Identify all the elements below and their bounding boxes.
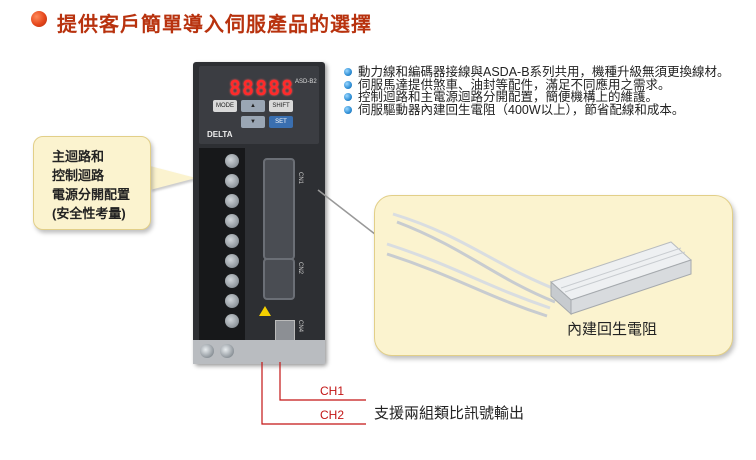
ch2-label: CH2 — [320, 408, 345, 422]
wire — [386, 242, 551, 310]
shift-key: SHIFT — [269, 100, 293, 112]
cn2-label: CN2 — [297, 262, 303, 275]
screw-icon — [225, 194, 239, 208]
model-logo: ASD-B2 — [295, 79, 317, 85]
cn1-connector — [263, 158, 295, 260]
feature-item: 伺服馬達提供煞車、油封等配件，滿足不同應用之需求。 — [344, 78, 744, 92]
mode-key: MODE — [213, 100, 237, 112]
ground-screw-icon — [200, 344, 214, 358]
callout-line: (安全性考量) — [52, 206, 126, 221]
bullet-icon — [344, 93, 352, 101]
feature-list: 動力線和編碼器接線與ASDA-B系列共用，機種升級無須更換線材。 伺服馬達提供煞… — [344, 66, 744, 116]
fin-line — [564, 251, 686, 293]
screw-icon — [225, 314, 239, 328]
callout-line: 電源分開配置 — [52, 187, 131, 202]
drive-panel: 88888 ASD-B2 MODE ▲ SHIFT ▼ SET DELTA — [199, 66, 319, 144]
title-bullet-icon — [31, 11, 47, 27]
ch2-line — [261, 362, 366, 425]
screw-icon — [225, 214, 239, 228]
cn4-label: CN4 — [297, 320, 303, 333]
led-display: 88888 — [229, 76, 295, 100]
down-key: ▼ — [241, 116, 265, 128]
bullet-icon — [344, 68, 352, 76]
bullet-icon — [344, 80, 352, 89]
feature-item: 控制迴路和主電源迴路分開配置，簡便機構上的維護。 — [344, 91, 744, 104]
page-title: 提供客戶簡單導入伺服產品的選擇 — [57, 14, 372, 36]
bullet-icon — [344, 105, 352, 114]
up-key: ▲ — [241, 100, 265, 112]
wire — [396, 220, 556, 304]
screw-icon — [225, 254, 239, 268]
feature-item: 動力線和編碼器接線與ASDA-B系列共用，機種升級無須更換線材。 — [344, 66, 744, 79]
servo-drive-image: 88888 ASD-B2 MODE ▲ SHIFT ▼ SET DELTA CN… — [193, 62, 325, 364]
screw-icon — [225, 174, 239, 188]
wire — [386, 252, 548, 318]
callout-pointer — [150, 166, 196, 190]
resistor-pointer-line — [317, 189, 381, 239]
feature-item: 伺服驅動器內建回生電阻（400W以上），節省配線和成本。 — [344, 103, 744, 117]
screw-icon — [225, 234, 239, 248]
ch1-label: CH1 — [320, 384, 345, 398]
warning-icon — [259, 306, 271, 316]
set-key: SET — [269, 116, 293, 128]
analog-output-caption: 支援兩組類比訊號輸出 — [374, 405, 525, 422]
resistor-side — [570, 259, 692, 315]
delta-logo: DELTA — [207, 130, 233, 139]
circuit-callout: 主迴路和 控制迴路 電源分開配置 (安全性考量) — [33, 136, 151, 230]
ch1-line — [279, 362, 366, 401]
cn1-label: CN1 — [297, 172, 303, 185]
ground-screw-icon — [220, 344, 234, 358]
screw-icon — [225, 154, 239, 168]
drive-base — [193, 340, 325, 364]
resistor-callout — [374, 195, 733, 356]
wire — [392, 212, 561, 293]
terminal-block — [199, 148, 245, 348]
screw-icon — [225, 274, 239, 288]
resistor-label: 內建回生電阻 — [567, 321, 658, 338]
fin-line — [560, 247, 682, 289]
callout-line: 主迴路和 — [52, 149, 105, 164]
callout-line: 控制迴路 — [52, 168, 105, 183]
screw-icon — [225, 294, 239, 308]
resistor-image — [386, 212, 692, 318]
cn2-connector — [263, 258, 295, 300]
